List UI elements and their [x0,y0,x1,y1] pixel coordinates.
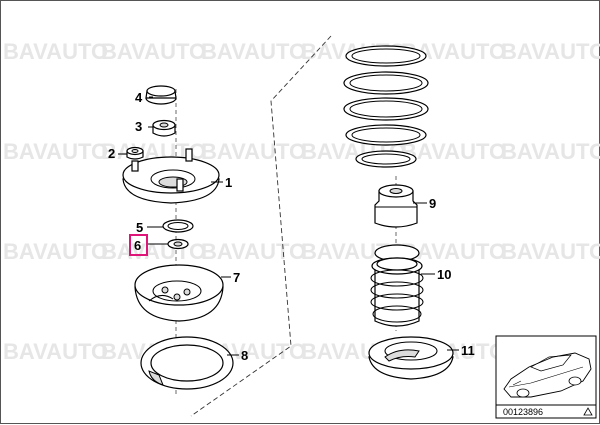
diagram-reference-code: 00123896 [503,407,543,417]
watermark-text: BAVAUTO [201,39,306,64]
watermark-text: BAVAUTO [3,239,108,264]
part-label-11[interactable]: 11 [461,343,475,358]
part-8-pad[interactable] [140,336,234,390]
watermark-text: BAVAUTO [101,239,206,264]
part-3-nut[interactable] [152,119,176,137]
part-label-7[interactable]: 7 [233,270,240,285]
watermark-text: BAVAUTO [201,139,306,164]
part-label-5[interactable]: 5 [136,220,143,235]
watermark-text: BAVAUTO [3,339,108,364]
part-label-3[interactable]: 3 [135,119,142,134]
watermark-layer: BAVAUTO BAVAUTO BAVAUTO BAVAUTO BAVAUTO … [3,39,600,364]
part-label-10[interactable]: 10 [437,267,451,282]
part-6-washer[interactable] [167,238,189,250]
part-label-6[interactable]: 6 [134,238,141,253]
watermark-text: BAVAUTO [3,139,108,164]
watermark-text: BAVAUTO [201,239,306,264]
part-labels: 4 3 2 1 5 6 7 8 9 10 11 [108,90,475,363]
part-1-strut-mount[interactable] [122,148,220,204]
coil-spring[interactable] [343,45,429,168]
watermark-text: BAVAUTO [3,39,108,64]
part-5-ring[interactable] [162,219,194,233]
watermark-text: BAVAUTO [101,39,206,64]
watermark-text: BAVAUTO [501,239,600,264]
leader-lines [118,96,459,356]
part-label-1[interactable]: 1 [225,175,232,190]
vehicle-thumbnail[interactable]: 00123896 [495,335,597,419]
watermark-text: BAVAUTO [401,139,506,164]
part-10-boot[interactable] [370,244,424,327]
warning-triangle-icon [583,407,593,416]
highlight-box [129,234,148,256]
part-label-8[interactable]: 8 [241,348,248,363]
watermark-text: BAVAUTO [501,139,600,164]
part-4-cap[interactable] [145,85,177,105]
watermark-text: BAVAUTO [501,39,600,64]
part-2-nut[interactable] [126,146,144,160]
part-label-9[interactable]: 9 [429,196,436,211]
car-silhouette-icon [503,352,592,398]
part-7-spring-seat[interactable] [134,264,224,322]
part-label-2[interactable]: 2 [108,146,115,161]
part-label-4[interactable]: 4 [135,90,143,105]
part-9-bump-stop[interactable] [374,184,418,228]
part-11-lower-seat[interactable] [368,336,454,380]
